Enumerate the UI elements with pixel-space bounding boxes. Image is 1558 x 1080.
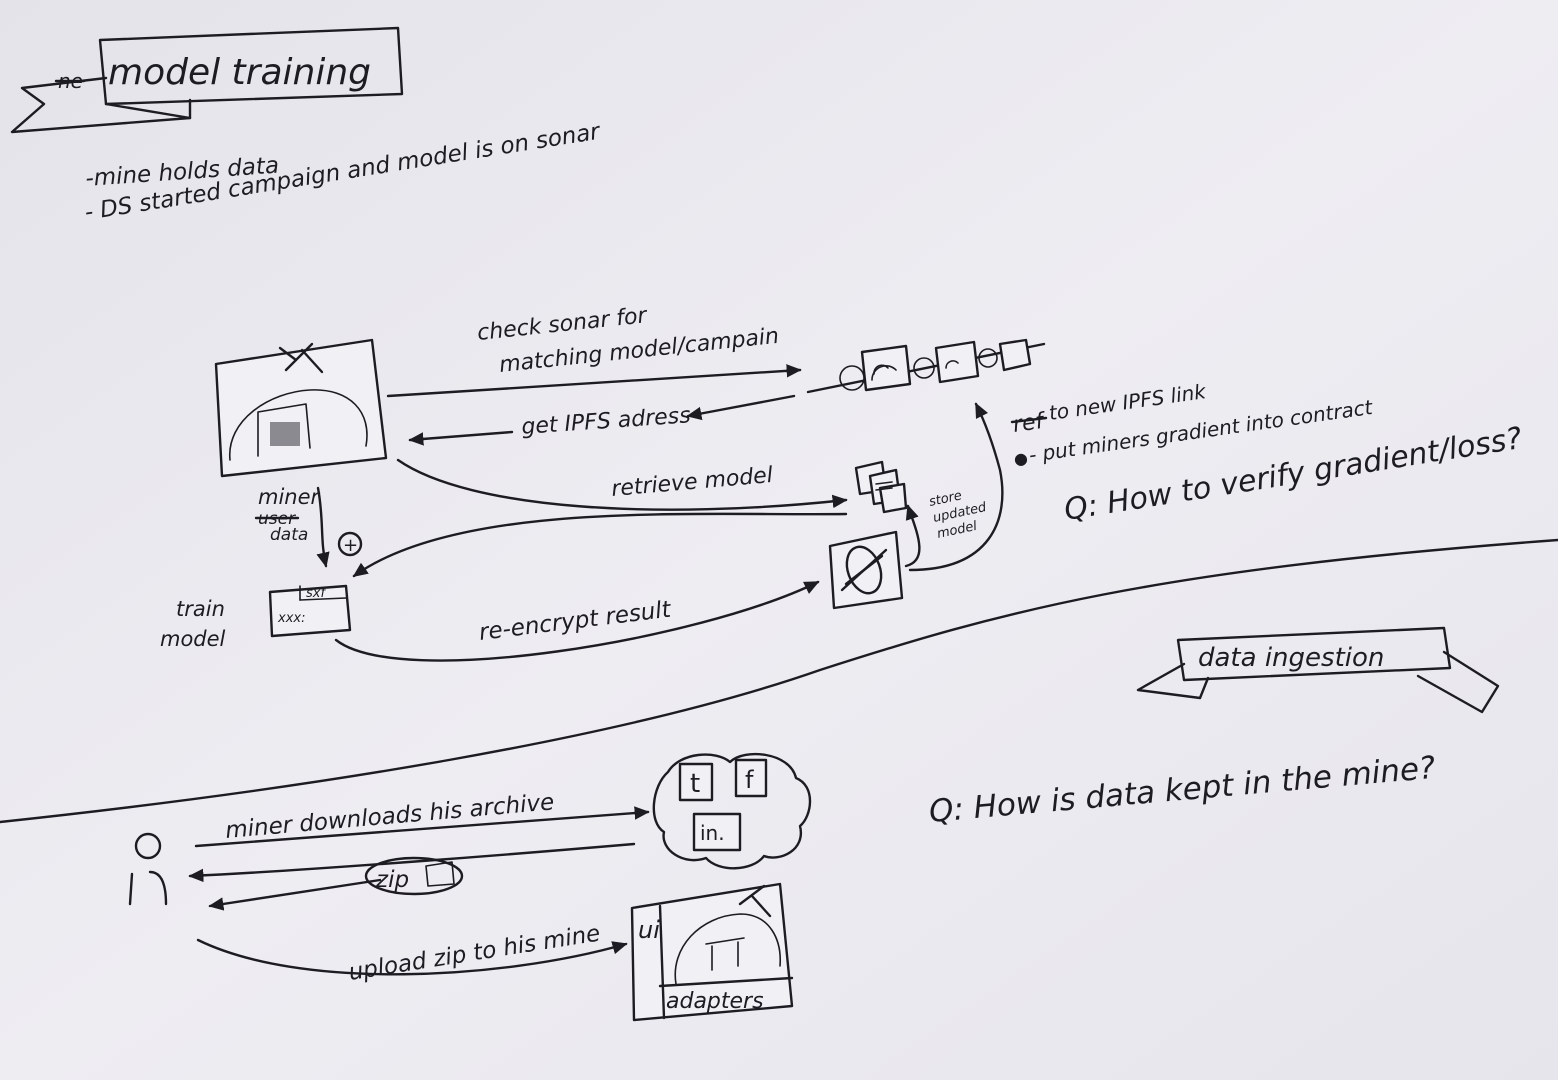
zip-box-icon (425, 861, 455, 887)
person-icon (128, 832, 168, 906)
store-updated-label-1: store (928, 488, 964, 510)
model-training-banner: model training ne (10, 26, 404, 134)
zip-label: zip (375, 867, 409, 893)
train-box-xxx: xxx: (277, 611, 305, 626)
adapters-label: adapters (666, 989, 764, 1014)
data-ingestion-title: data ingestion (1198, 643, 1384, 673)
data-label: data (270, 525, 308, 545)
zip-badge (364, 856, 464, 896)
mine-icon (214, 338, 388, 478)
data-ingestion-banner: data ingestion (1136, 626, 1500, 714)
train-label-1: train (176, 597, 225, 621)
linkedin-icon: in. (700, 821, 725, 845)
put-gradient-mark: ● (1014, 449, 1028, 468)
train-label-2: model (160, 627, 226, 651)
encrypt-icon (828, 530, 904, 610)
plus-circle (337, 531, 363, 557)
ref-struck-label: ref (1011, 409, 1048, 438)
train-box-sxf: sxf (306, 586, 327, 601)
model-training-title: model training (108, 52, 371, 93)
section-divider (0, 538, 1558, 824)
plus-sign: + (343, 535, 358, 556)
mine-adapters-icon (630, 882, 794, 1022)
train-model-box: sxf xxx: (268, 584, 352, 638)
sonar-blockchain-icon (806, 338, 1046, 394)
ui-label: ui (638, 916, 660, 944)
social-cloud: t f in. (652, 752, 812, 870)
twitter-icon: t (690, 769, 700, 799)
miner-label: miner (258, 485, 321, 509)
facebook-icon: f (745, 766, 754, 794)
ipfs-documents-icon (854, 460, 908, 514)
